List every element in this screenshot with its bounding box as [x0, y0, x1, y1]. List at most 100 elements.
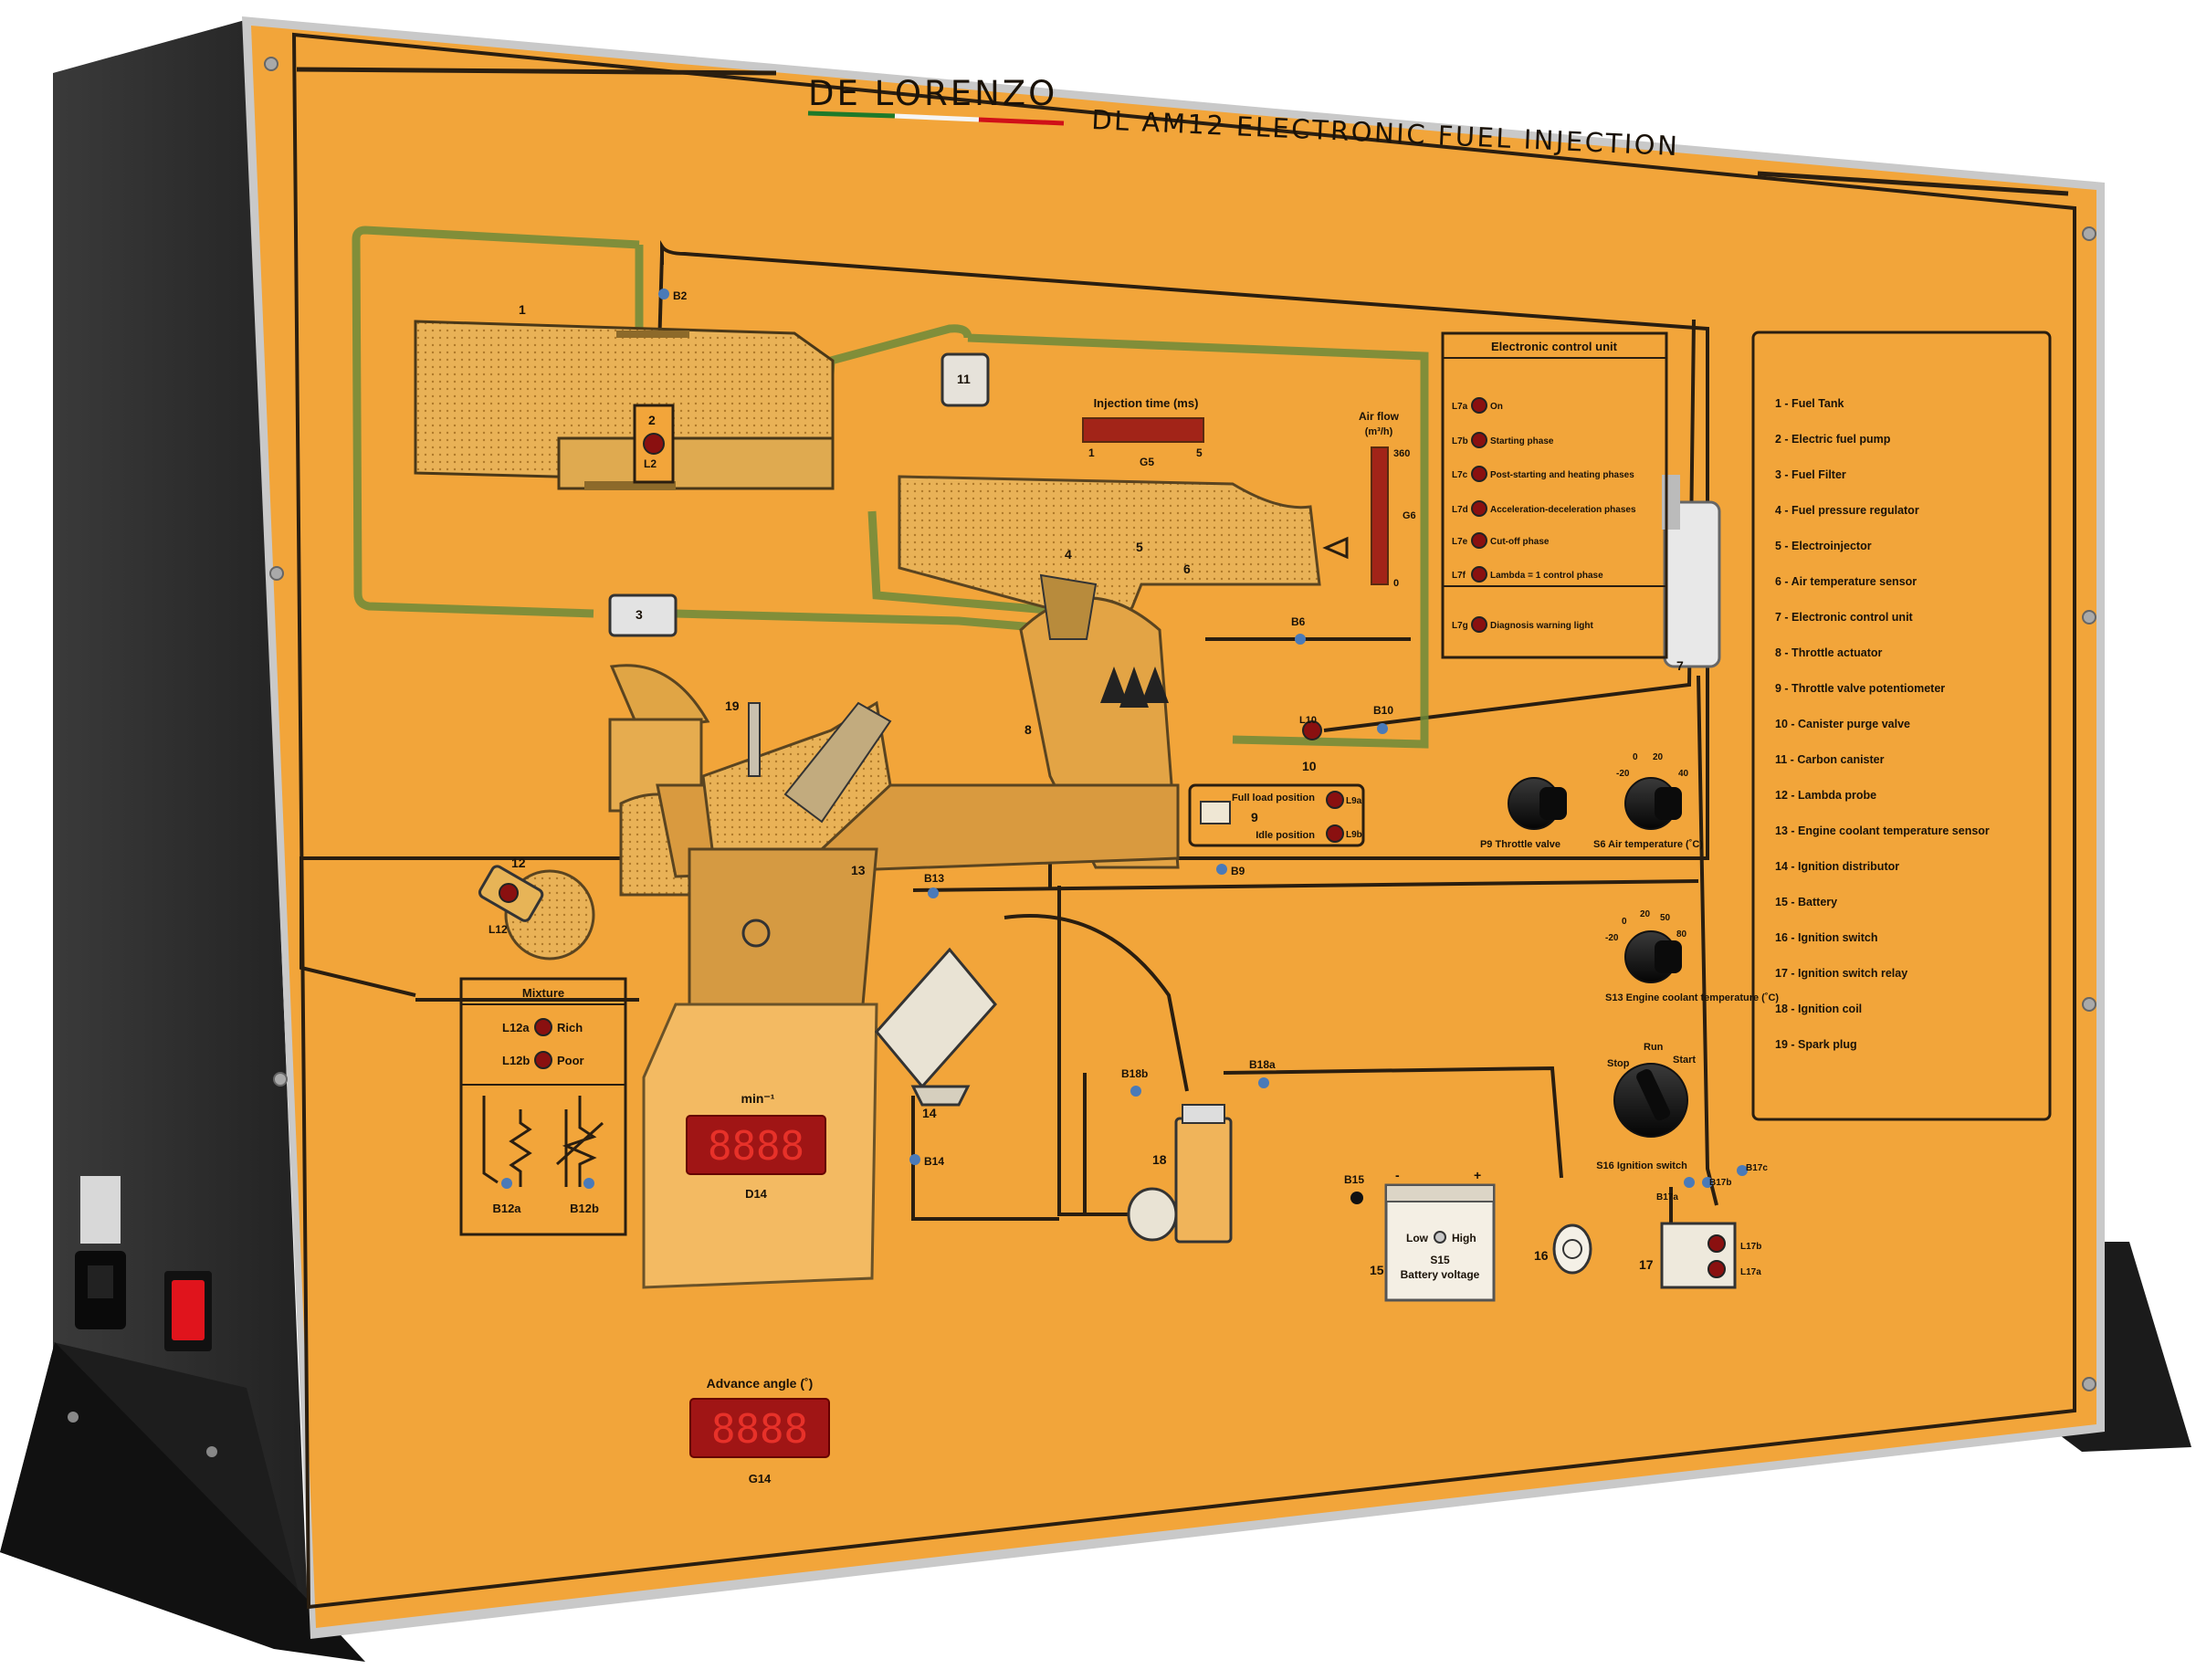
s13-coolant-temperature-knob[interactable]: -20 0 20 50 80 S13 Engine coolant temper… [1605, 909, 1779, 1003]
b12a-label: B12a [492, 1202, 521, 1215]
s6-air-temperature-knob[interactable]: -20 0 20 40 S6 Air temperature (˚C) [1593, 752, 1703, 850]
battery-high: High [1452, 1232, 1476, 1244]
ignition-switch-drawing [1552, 1223, 1592, 1275]
wiring [299, 240, 1718, 1223]
legend-item: 15 - Battery [1775, 896, 1837, 908]
b17a-label: B17a [1656, 1192, 1678, 1202]
number-18: 18 [1152, 1152, 1167, 1167]
s6-scale-3: 40 [1678, 769, 1689, 779]
test-point-b18b[interactable] [1130, 1086, 1141, 1097]
s16-run: Run [1644, 1042, 1664, 1053]
test-point-b15[interactable] [1350, 1192, 1363, 1204]
label-plate [80, 1176, 121, 1244]
test-points: B2 B6 B10 B9 B13 B14 B18b B18a B15 B17a … [489, 289, 1768, 1277]
s13-label: S13 Engine coolant temperature (˚C) [1605, 992, 1779, 1003]
test-point-b17b[interactable] [1702, 1177, 1713, 1188]
test-point-b12b[interactable] [583, 1178, 594, 1189]
test-point-b6[interactable] [1295, 634, 1306, 645]
air-flow-gauge: Air flow (m³/h) 360 G6 0 [1359, 410, 1416, 589]
b15-label: B15 [1344, 1173, 1364, 1186]
test-point-b18a[interactable] [1258, 1077, 1269, 1088]
ecu-lamp-code: L7e [1452, 537, 1468, 547]
test-point-b14[interactable] [909, 1154, 920, 1165]
air-flow-title: Air flow [1359, 410, 1400, 423]
number-10: 10 [1302, 759, 1317, 773]
b12b-label: B12b [570, 1202, 599, 1215]
test-point-b12a[interactable] [501, 1178, 512, 1189]
battery-label: Battery voltage [1401, 1268, 1480, 1281]
fuel-tank [414, 320, 835, 490]
number-8: 8 [1024, 722, 1032, 737]
legend-item: 8 - Throttle actuator [1775, 646, 1883, 659]
s13-scale-4: 80 [1676, 929, 1687, 940]
test-point-b17a[interactable] [1684, 1177, 1695, 1188]
ecu-lamp-label: Starting phase [1490, 436, 1554, 446]
indicator-light-l17a [1707, 1260, 1726, 1278]
ecu-lamp-label: Diagnosis warning light [1490, 621, 1593, 631]
b10-label: B10 [1373, 704, 1393, 717]
s13-scale-3: 50 [1660, 913, 1671, 923]
p9-label: P9 Throttle valve [1480, 839, 1560, 850]
legend-item: 17 - Ignition switch relay [1775, 967, 1907, 980]
air-flow-max: 360 [1393, 448, 1410, 459]
air-flow-code: G6 [1403, 510, 1416, 521]
injection-time-title: Injection time (ms) [1094, 396, 1199, 410]
s6-label: S6 Air temperature (˚C) [1593, 839, 1703, 850]
b17b-label: B17b [1709, 1178, 1731, 1188]
s16-stop: Stop [1607, 1058, 1630, 1069]
battery-plus: + [1474, 1168, 1481, 1182]
indicator-light-l12 [499, 883, 519, 903]
rich-label: Rich [557, 1021, 583, 1034]
ecu-lamp-code: L7d [1452, 505, 1468, 515]
ecu-lamp-label: Acceleration-deceleration phases [1490, 505, 1636, 515]
b18b-label: B18b [1121, 1067, 1148, 1080]
injection-time-max: 5 [1196, 446, 1203, 459]
test-point-b13[interactable] [928, 887, 939, 898]
legend-item: 10 - Canister purge valve [1775, 718, 1910, 730]
test-point-b2[interactable] [658, 289, 669, 299]
l2-label: L2 [644, 457, 657, 470]
air-flow-unit: (m³/h) [1365, 426, 1393, 437]
legend-item: 7 - Electronic control unit [1775, 611, 1914, 624]
test-point-b10[interactable] [1377, 723, 1388, 734]
s16-ignition-switch-knob[interactable]: Stop Run Start S16 Ignition switch [1596, 1042, 1696, 1171]
p9-throttle-knob[interactable]: P9 Throttle valve [1480, 777, 1567, 850]
number-3: 3 [636, 607, 643, 622]
ecu-lamp-label: Cut-off phase [1490, 537, 1550, 547]
battery-toggle[interactable] [1434, 1231, 1446, 1244]
mixture-title: Mixture [522, 986, 564, 1000]
l17b-label: L17b [1740, 1242, 1761, 1252]
battery-minus: - [1395, 1168, 1400, 1182]
ignition-switch-relay [1660, 1222, 1737, 1289]
battery-low: Low [1406, 1232, 1429, 1244]
advance-digits: 8888 [711, 1406, 808, 1453]
legend-item: 19 - Spark plug [1775, 1038, 1857, 1051]
l17a-label: L17a [1740, 1267, 1761, 1277]
test-point-b9[interactable] [1216, 864, 1227, 875]
test-point-b17c[interactable] [1737, 1165, 1748, 1176]
indicator-light-l9b [1326, 824, 1344, 843]
b13-label: B13 [924, 872, 944, 885]
ecu-lamp-code: L7b [1452, 436, 1468, 446]
rpm-unit: min⁻¹ [741, 1091, 775, 1106]
air-flow-bar [1371, 446, 1389, 585]
legend-item: 3 - Fuel Filter [1775, 468, 1846, 481]
number-11: 11 [957, 372, 971, 386]
s6-scale-0: -20 [1616, 769, 1630, 779]
engine-block [608, 664, 1180, 1289]
legend-item: 16 - Ignition switch [1775, 931, 1878, 944]
rpm-display: min⁻¹ 8888 D14 [686, 1091, 826, 1201]
full-load-label: Full load position [1232, 793, 1315, 803]
battery-block: - + Low High S15 Battery voltage [1384, 1168, 1496, 1302]
ecu-lamp-l7b: L7b Starting phase [1452, 432, 1554, 448]
number-1: 1 [519, 302, 526, 317]
legend-item: 18 - Ignition coil [1775, 1003, 1862, 1015]
advance-code: G14 [749, 1472, 772, 1486]
ecu-lamp-code: L7c [1452, 470, 1468, 480]
number-6: 6 [1183, 562, 1191, 576]
power-switch-rocker[interactable] [172, 1280, 205, 1340]
idle-label: Idle position [1256, 830, 1315, 841]
poor-label: Poor [557, 1054, 584, 1067]
